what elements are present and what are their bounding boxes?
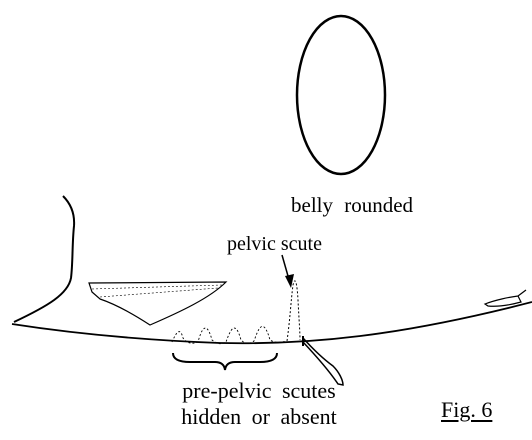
pelvic-scute-label: pelvic scute (227, 234, 322, 254)
figure-label: Fig. 6 (441, 399, 492, 421)
anal-fin (485, 290, 526, 306)
head-outline (14, 196, 74, 322)
pre-pelvic-brace (173, 353, 277, 370)
belly-line (12, 302, 532, 343)
pre-pelvic-label-line-1: pre-pelvic scutes (145, 378, 373, 404)
belly-rounded-label: belly rounded (291, 195, 413, 216)
belly-cross-section (297, 16, 385, 174)
pelvic-scute-arrowhead (285, 274, 294, 288)
pelvic-scute (287, 281, 300, 341)
pre-pelvic-label-line-2: hidden or absent (145, 404, 373, 430)
pre-pelvic-scutes-label: pre-pelvic scutes hidden or absent (145, 378, 373, 430)
pectoral-fin-rays (92, 285, 222, 297)
